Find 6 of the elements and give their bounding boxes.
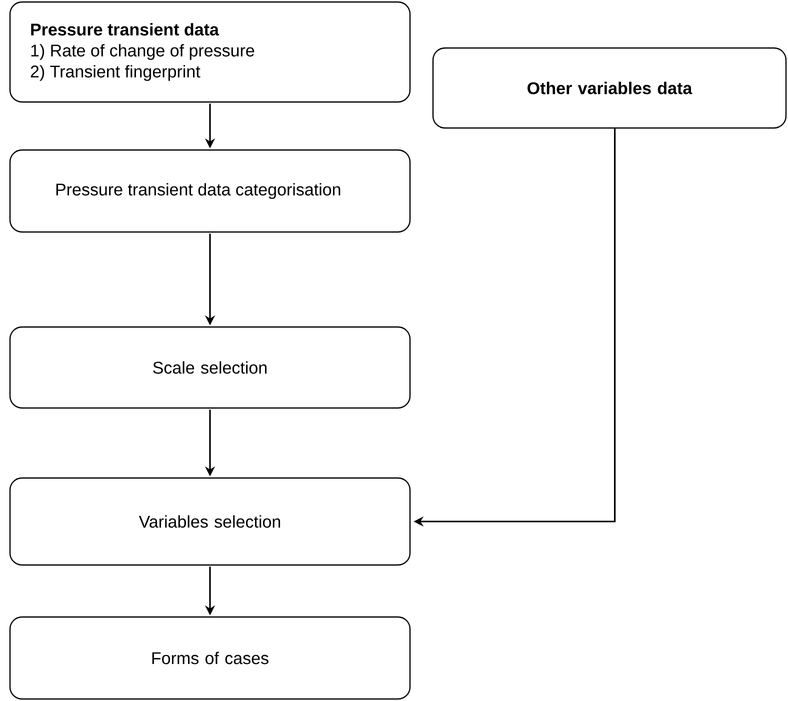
process-box: Scale selection bbox=[9, 326, 411, 409]
process-box: Forms of cases bbox=[9, 616, 411, 700]
process-box: Other variables data bbox=[432, 47, 787, 129]
process-box: Pressure transient data categorisation bbox=[9, 149, 411, 233]
process-box: Variables selection bbox=[9, 477, 411, 566]
process-box: Pressure transient data 1) Rate of change of pressure 2) Transient fingerprint bbox=[9, 1, 411, 103]
